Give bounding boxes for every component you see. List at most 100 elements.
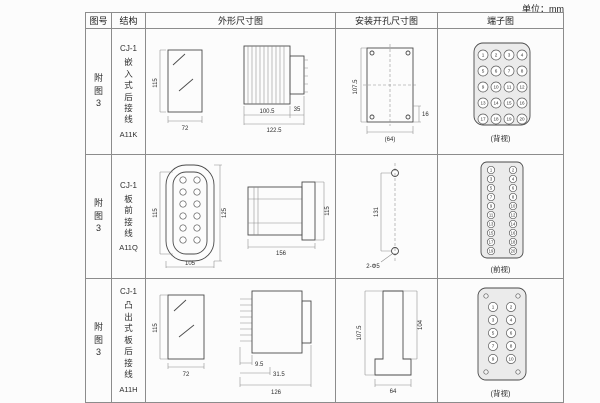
structure-cell: CJ-1 板前接线 A11Q bbox=[111, 154, 146, 279]
dim-label: 115 bbox=[153, 78, 159, 88]
dim-label: 131 bbox=[374, 206, 380, 217]
install-drawing-a11k: 107.5 16 (64) bbox=[353, 44, 429, 143]
outline-cell: 115 72 100.5 35 122.5 bbox=[145, 28, 336, 155]
header-row: 图号 结构 外形尺寸图 安装开孔尺寸图 端子图 bbox=[85, 12, 564, 29]
install-drawing-a11h: 107.5 104 64 bbox=[357, 290, 424, 395]
dim-label: 9.5 bbox=[255, 362, 264, 368]
terminal-number: 15 bbox=[506, 101, 512, 106]
terminal-cell: 1 2 3 4 5 6 7 8 9 10 11 12 13 14 bbox=[437, 28, 564, 155]
table-row: 附图3 CJ-1 板前接线 A11Q bbox=[85, 154, 564, 279]
fig-no-cell: 附图3 bbox=[85, 154, 112, 279]
view-label: (背视) bbox=[490, 389, 511, 398]
terminal-number: 1 bbox=[491, 305, 494, 310]
dim-label: 31.5 bbox=[273, 372, 285, 378]
terminal-number: 11 bbox=[488, 213, 493, 218]
terminal-number: 2 bbox=[511, 168, 514, 173]
structure-code: A11Q bbox=[119, 243, 138, 253]
structure-desc: 嵌入式后接线 bbox=[124, 57, 133, 125]
dim-label: 107.5 bbox=[353, 79, 359, 95]
terminal-number: 7 bbox=[489, 195, 492, 200]
terminal-number: 20 bbox=[510, 249, 515, 254]
outline-cell: 115 72 9.5 31.5 126 bbox=[145, 278, 336, 403]
install-cell: 107.5 104 64 bbox=[335, 278, 438, 403]
structure-model: CJ-1 bbox=[120, 180, 137, 190]
terminal-number: 10 bbox=[493, 85, 499, 90]
structure-cell: CJ-1 凸出式板后接线 A11H bbox=[111, 278, 146, 403]
unit-label: 单位：mm bbox=[522, 4, 564, 14]
terminal-number: 20 bbox=[519, 117, 525, 122]
terminal-cell: 1 2 3 4 5 6 7 8 9 10 (背视) bbox=[437, 278, 564, 403]
terminal-drawing-a11q: 1 2 3 4 5 6 7 8 9 10 11 12 13 14 bbox=[480, 161, 523, 259]
fig-no: 附图3 bbox=[93, 198, 103, 233]
outline-cell: 115 125 105 156 115 bbox=[145, 154, 336, 279]
terminal-number: 1 bbox=[489, 168, 492, 173]
terminal-number: 17 bbox=[480, 117, 486, 122]
terminal-number: 5 bbox=[491, 331, 494, 336]
dim-label: 64 bbox=[389, 389, 396, 395]
structure-model: CJ-1 bbox=[120, 287, 137, 297]
terminal-number: 2 bbox=[509, 305, 512, 310]
structure-model: CJ-1 bbox=[120, 44, 137, 54]
outline-drawing-a11h: 115 72 9.5 31.5 126 bbox=[153, 290, 311, 396]
dim-label: 156 bbox=[275, 251, 286, 257]
dim-label: 105 bbox=[184, 261, 195, 267]
terminal-number: 16 bbox=[510, 231, 515, 236]
terminal-drawing-a11k: 1 2 3 4 5 6 7 8 9 10 11 12 13 14 bbox=[473, 42, 530, 126]
fig-no-cell: 附图3 bbox=[85, 28, 112, 155]
install-cell: 131 2-Φ5 bbox=[335, 154, 438, 279]
fig-no: 附图3 bbox=[93, 73, 103, 108]
col-header-install: 安装开孔尺寸图 bbox=[335, 12, 438, 29]
dim-label: 104 bbox=[418, 319, 424, 330]
dim-label: 35 bbox=[293, 107, 300, 113]
terminal-number: 1 bbox=[481, 53, 484, 58]
terminal-number: 8 bbox=[509, 344, 512, 349]
dim-label: 125 bbox=[222, 207, 228, 218]
terminal-number: 15 bbox=[488, 231, 493, 236]
view-label: (前视) bbox=[490, 265, 511, 274]
terminal-number: 14 bbox=[510, 222, 515, 227]
fig-no-cell: 附图3 bbox=[85, 278, 112, 403]
dim-label: (64) bbox=[384, 137, 395, 143]
dim-label: 115 bbox=[153, 208, 159, 218]
dim-label: 115 bbox=[153, 323, 159, 333]
install-drawing-a11q: 131 2-Φ5 bbox=[366, 163, 399, 270]
terminal-number: 11 bbox=[506, 85, 511, 90]
terminal-number: 9 bbox=[489, 204, 492, 209]
structure-cell: CJ-1 嵌入式后接线 A11K bbox=[111, 28, 146, 155]
terminal-number: 5 bbox=[481, 69, 484, 74]
structure-code: A11H bbox=[119, 384, 138, 394]
dim-label: 107.5 bbox=[357, 325, 363, 341]
terminal-number: 10 bbox=[508, 357, 514, 362]
spec-table: 图号 结构 外形尺寸图 安装开孔尺寸图 端子图 附图3 CJ-1 嵌入式后接线 … bbox=[85, 12, 564, 403]
terminal-number: 3 bbox=[491, 318, 494, 323]
terminal-number: 12 bbox=[519, 85, 525, 90]
terminal-number: 18 bbox=[493, 117, 499, 122]
table-row: 附图3 CJ-1 嵌入式后接线 A11K 115 72 bbox=[85, 28, 564, 155]
dim-label: 122.5 bbox=[266, 128, 282, 134]
terminal-number: 10 bbox=[510, 204, 515, 209]
terminal-number: 7 bbox=[491, 344, 494, 349]
terminal-cell: 1 2 3 4 5 6 7 8 9 10 11 12 13 14 bbox=[437, 154, 564, 279]
terminal-number: 17 bbox=[488, 240, 493, 245]
install-cell: 107.5 16 (64) bbox=[335, 28, 438, 155]
terminal-number: 18 bbox=[510, 240, 515, 245]
structure-desc: 凸出式板后接线 bbox=[124, 300, 133, 380]
terminal-number: 3 bbox=[507, 53, 510, 58]
terminal-number: 19 bbox=[506, 117, 512, 122]
terminal-number: 9 bbox=[481, 85, 484, 90]
dim-label: 126 bbox=[270, 390, 281, 396]
outline-drawing-a11k: 115 72 100.5 35 122.5 bbox=[153, 45, 308, 134]
terminal-number: 19 bbox=[488, 249, 493, 254]
terminal-number: 4 bbox=[520, 53, 523, 58]
terminal-number: 8 bbox=[520, 69, 523, 74]
terminal-number: 5 bbox=[489, 186, 492, 191]
col-header-fig: 图号 bbox=[85, 12, 112, 29]
terminal-number: 3 bbox=[489, 177, 492, 182]
terminal-number: 13 bbox=[488, 222, 493, 227]
terminal-number: 7 bbox=[507, 69, 510, 74]
terminal-number: 6 bbox=[511, 186, 514, 191]
fig-no: 附图3 bbox=[93, 322, 103, 357]
terminal-number: 13 bbox=[480, 101, 486, 106]
terminal-number: 2 bbox=[494, 53, 497, 58]
